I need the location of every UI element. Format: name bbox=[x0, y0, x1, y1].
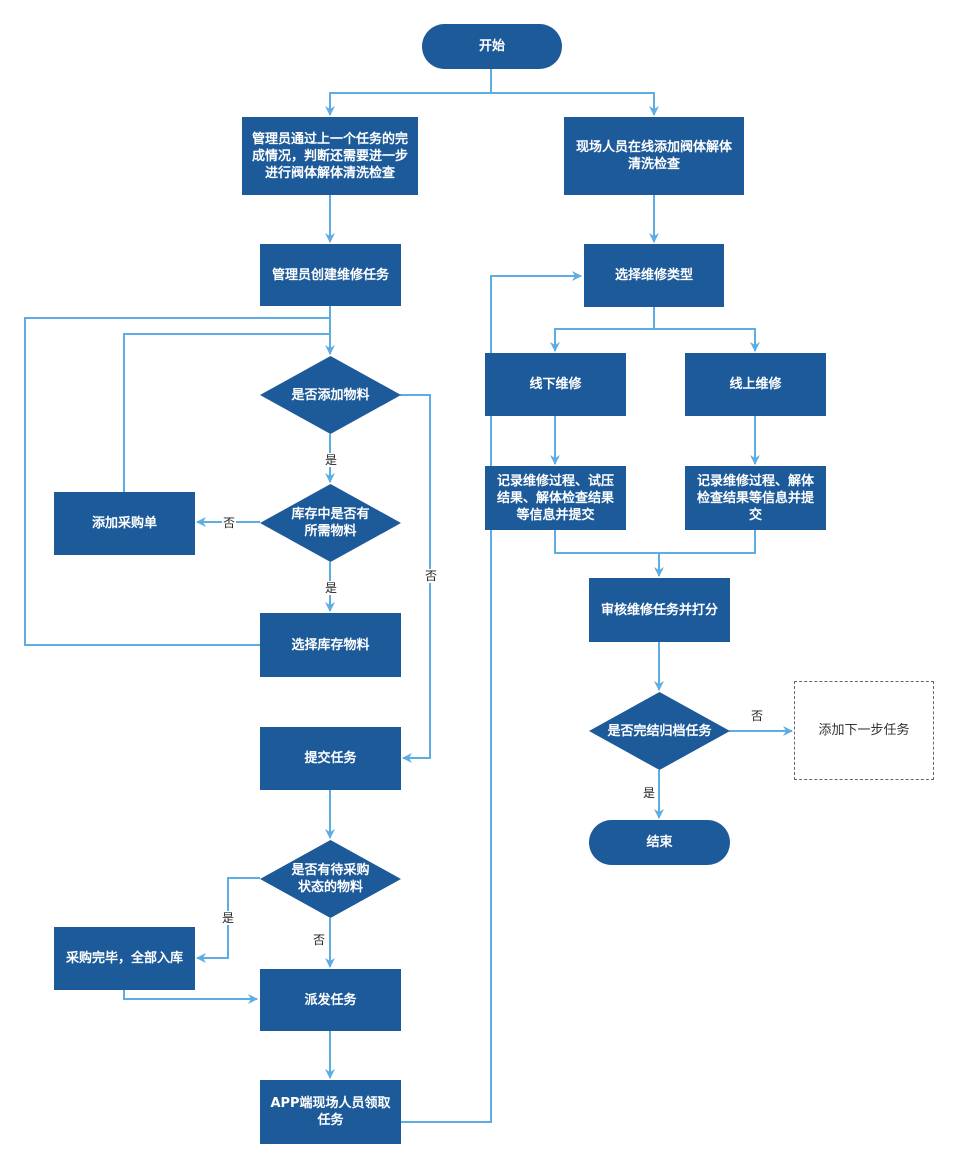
select-stock-node[interactable]: 选择库存物料 bbox=[260, 613, 401, 677]
record-offline-node[interactable]: 记录维修过程、试压结果、解体检查结果等信息并提交 bbox=[485, 466, 626, 530]
dispatch-node[interactable]: 派发任务 bbox=[260, 969, 401, 1031]
edge-label-yes-stock: 是 bbox=[324, 581, 339, 595]
pending-label: 是否有待采购状态的物料 bbox=[291, 863, 370, 895]
edge-po-loop bbox=[123, 333, 330, 492]
review-node[interactable]: 审核维修任务并打分 bbox=[589, 578, 730, 642]
purchase-done-node[interactable]: 采购完毕，全部入库 bbox=[54, 927, 195, 990]
record-online-node[interactable]: 记录维修过程、解体检查结果等信息并提交 bbox=[685, 466, 826, 530]
edge-label-no-archive: 否 bbox=[750, 709, 765, 723]
pending-decision[interactable]: 是否有待采购状态的物料 bbox=[260, 840, 401, 918]
stock-label: 库存中是否有所需物料 bbox=[291, 507, 370, 539]
diamond-shape bbox=[260, 356, 401, 434]
add-material-decision[interactable]: 是否添加物料 bbox=[260, 356, 401, 434]
edge-start-right bbox=[491, 92, 659, 116]
diamond-shape bbox=[260, 840, 401, 918]
edge-label-no-stock: 否 bbox=[222, 516, 237, 530]
edge-label-yes-pending: 是 bbox=[221, 911, 236, 925]
select-type-node[interactable]: 选择维修类型 bbox=[584, 244, 724, 307]
edge-purchase-dispatch bbox=[123, 990, 258, 1004]
stock-decision[interactable]: 库存中是否有所需物料 bbox=[260, 484, 401, 562]
onsite-add-node[interactable]: 现场人员在线添加阀体解体清洗检查 bbox=[564, 117, 744, 195]
diamond-shape bbox=[260, 484, 401, 562]
edge-label-yes-archive: 是 bbox=[642, 786, 657, 800]
edge-recoff-review bbox=[554, 530, 664, 577]
mgr-create-node[interactable]: 管理员创建维修任务 bbox=[260, 244, 401, 306]
edge-label-yes-material: 是 bbox=[324, 453, 339, 467]
app-receive-node[interactable]: APP端现场人员领取任务 bbox=[260, 1080, 401, 1144]
mgr-judge-node[interactable]: 管理员通过上一个任务的完成情况，判断还需要进一步进行阀体解体清洗检查 bbox=[242, 117, 418, 195]
add-po-node[interactable]: 添加采购单 bbox=[54, 492, 195, 555]
archive-label: 是否完结归档任务 bbox=[607, 723, 712, 739]
add-material-label: 是否添加物料 bbox=[291, 387, 370, 403]
start-node[interactable]: 开始 bbox=[422, 24, 562, 69]
submit-node[interactable]: 提交任务 bbox=[260, 727, 401, 790]
edge-label-no-material: 否 bbox=[424, 569, 439, 583]
diamond-shape bbox=[589, 692, 730, 770]
offline-node[interactable]: 线下维修 bbox=[485, 353, 626, 416]
edge-select-online bbox=[654, 328, 760, 352]
end-node[interactable]: 结束 bbox=[589, 820, 730, 865]
next-task-node[interactable]: 添加下一步任务 bbox=[794, 681, 934, 780]
edge-select-loop bbox=[24, 317, 330, 646]
edge-start-split bbox=[325, 69, 492, 116]
edge-app-select bbox=[400, 271, 582, 1123]
online-node[interactable]: 线上维修 bbox=[685, 353, 826, 416]
edge-recon-review bbox=[659, 530, 756, 554]
edge-select-split bbox=[550, 307, 655, 352]
archive-decision[interactable]: 是否完结归档任务 bbox=[589, 692, 730, 770]
edge-label-no-pending: 否 bbox=[312, 933, 327, 947]
